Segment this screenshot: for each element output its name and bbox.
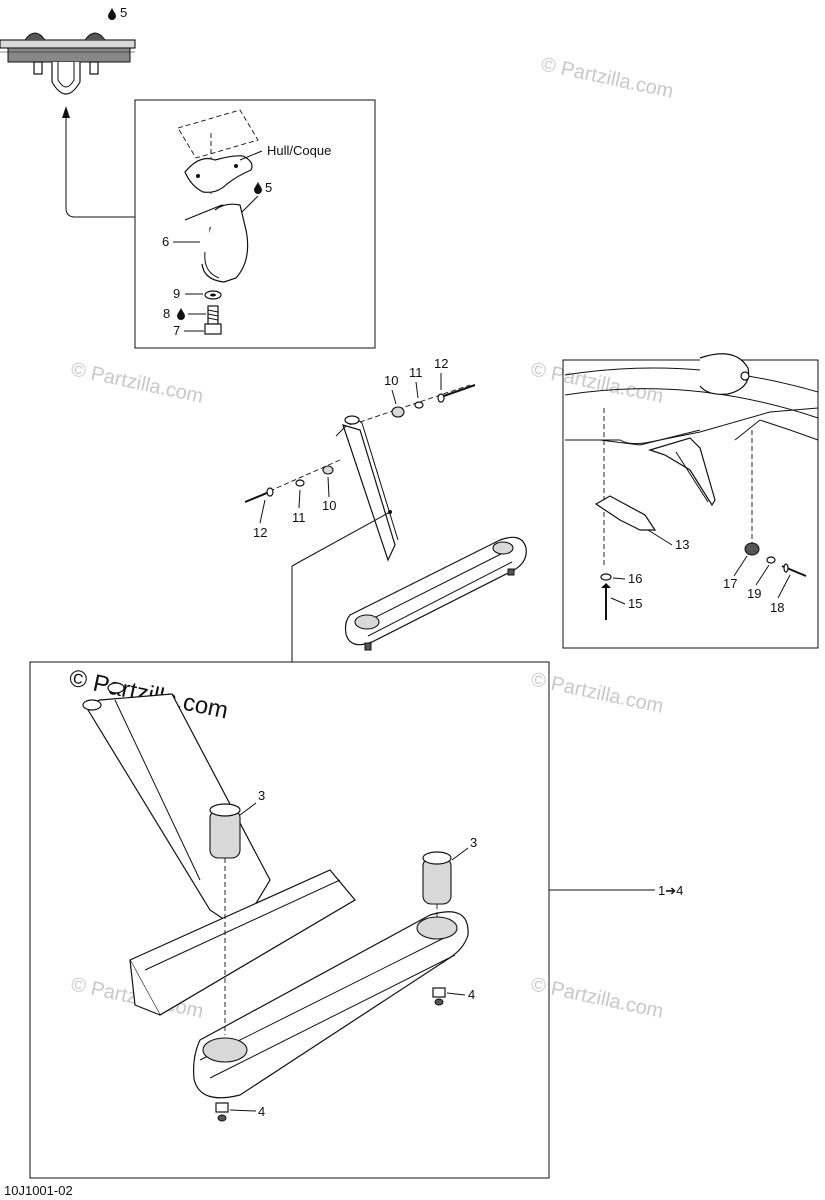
- callout-15: 15: [628, 596, 642, 611]
- sealant-drop-icon: [108, 8, 116, 20]
- callout-3-left: 3: [258, 788, 265, 803]
- callout-19: 19: [747, 586, 761, 601]
- ladder-assembly: 3 3 4 4: [82, 682, 477, 1122]
- install-detail: 13 16 15 17 19 18: [564, 353, 819, 620]
- watermark-text: © Partzilla.com: [529, 358, 665, 408]
- hull-section-detail: 5: [0, 5, 136, 95]
- callout-9: 9: [173, 286, 180, 301]
- callout-10-bottom: 10: [322, 498, 336, 513]
- callout-3-right: 3: [470, 835, 477, 850]
- callout-10-top: 10: [384, 373, 398, 388]
- callout-1-4: 1➔4: [658, 883, 683, 898]
- callout-5-top: 5: [120, 5, 127, 20]
- bracket-assembly: Hull/Coque 5 6 9 8 7: [162, 109, 331, 338]
- callout-6: 6: [162, 234, 169, 249]
- install-detail-box: [562, 359, 819, 649]
- callout-13: 13: [675, 537, 689, 552]
- callout-8: 8: [163, 306, 170, 321]
- hull-label: Hull/Coque: [267, 143, 331, 158]
- bracket-detail-box: [134, 99, 376, 349]
- watermark-text: © Partzilla.com: [539, 53, 675, 103]
- callout-18: 18: [770, 600, 784, 615]
- sealant-drop-icon: [254, 182, 262, 194]
- callout-12-bottom: 12: [253, 525, 267, 540]
- callout-17: 17: [723, 576, 737, 591]
- watermark-group: © Partzilla.com © Partzilla.com © Partzi…: [67, 53, 676, 1023]
- callout-12-top: 12: [434, 356, 448, 371]
- callout-11-bottom: 11: [292, 510, 306, 525]
- ladder-exploded-view: 10 11 12 10 11 12: [244, 356, 527, 662]
- figure-code: 10J1001-02: [4, 1183, 73, 1198]
- callout-4-right: 4: [468, 987, 475, 1002]
- sealant-drop-icon: [177, 308, 185, 320]
- callout-5-box: 5: [265, 180, 272, 195]
- callout-16: 16: [628, 571, 642, 586]
- callout-11-top: 11: [409, 365, 423, 380]
- leader-arrow: [65, 110, 135, 218]
- callout-4-left: 4: [258, 1104, 265, 1119]
- arrow-head-icon: [62, 106, 70, 118]
- callout-7: 7: [173, 323, 180, 338]
- watermark-text: © Partzilla.com: [69, 358, 205, 408]
- ladder-detail-box: [29, 661, 550, 1179]
